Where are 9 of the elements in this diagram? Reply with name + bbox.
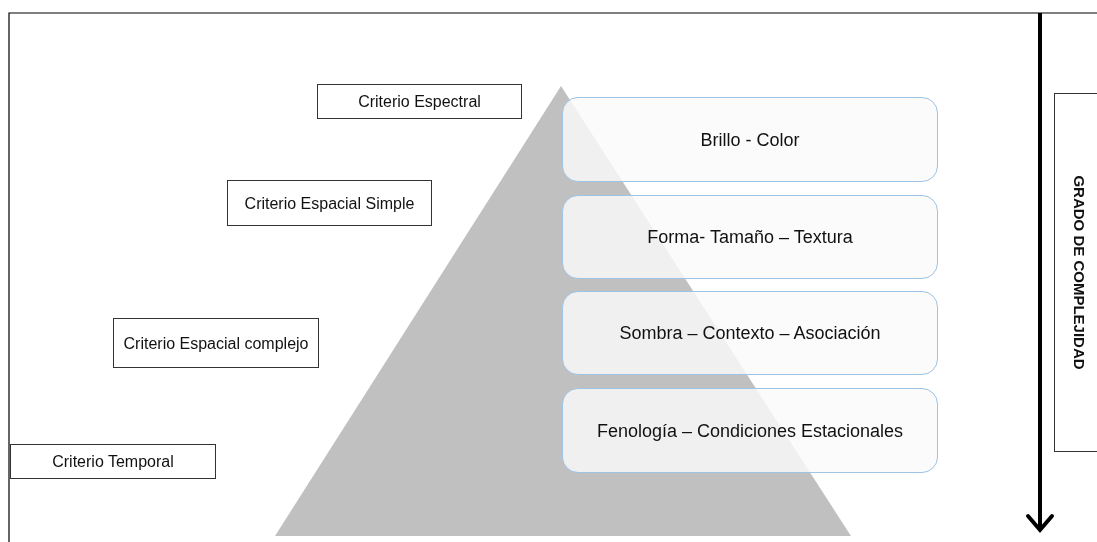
- level-box: Brillo - Color: [562, 97, 938, 182]
- criterion-label: Criterio Espacial complejo: [113, 318, 319, 368]
- criterion-label: Criterio Espectral: [317, 84, 522, 119]
- criterion-label: Criterio Espacial Simple: [227, 180, 432, 226]
- criterion-label: Criterio Temporal: [10, 444, 216, 479]
- level-box: Sombra – Contexto – Asociación: [562, 291, 938, 375]
- level-box: Forma- Tamaño – Textura: [562, 195, 938, 279]
- axis-title-box: GRADO DE COMPLEJIDAD: [1054, 93, 1097, 452]
- level-box: Fenología – Condiciones Estacionales: [562, 388, 938, 473]
